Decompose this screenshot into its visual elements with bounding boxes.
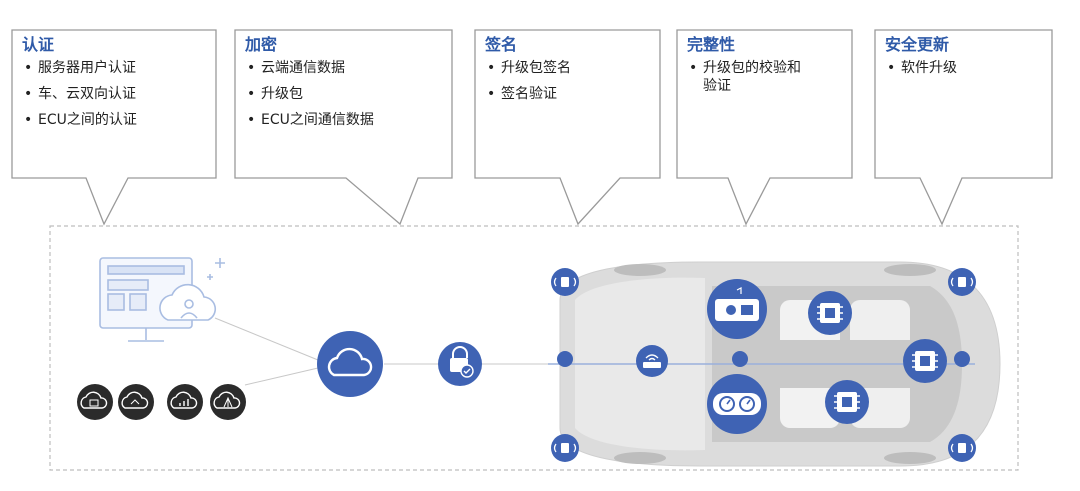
car-wheel-fr: [614, 452, 666, 464]
callout-title-auth: 认证: [22, 35, 55, 54]
callout-auth: 认证 服务器用户认证 车、云双向认证 ECU之间的认证: [12, 30, 216, 178]
infotainment-icon: [707, 279, 767, 339]
chip-icon: [903, 339, 947, 383]
list-item: 升级包的校验和 验证: [687, 59, 842, 95]
bus-dot-rear: [954, 351, 970, 367]
callout-title-integrity: 完整性: [687, 35, 736, 54]
signal-icon: [948, 434, 976, 462]
callout-list-encrypt: 云端通信数据 升级包 ECU之间通信数据: [245, 59, 442, 129]
dashboard-gauge-icon: [707, 374, 767, 434]
list-item: 升级包: [245, 85, 442, 103]
car-seat-front-bottom: [780, 388, 840, 428]
cloud-icon: [317, 331, 383, 397]
callout-encrypt: 加密 云端通信数据 升级包 ECU之间通信数据: [235, 30, 452, 178]
list-item: 软件升级: [885, 59, 1042, 77]
cloud-antenna-icon: [210, 384, 246, 420]
sparkle-small: [207, 274, 213, 280]
monitor-cloud-icon: [99, 257, 225, 342]
sparkle-plus: [215, 258, 225, 268]
wifi-module-icon: [636, 345, 668, 377]
callout-list-integrity: 升级包的校验和 验证: [687, 59, 842, 95]
list-item: 车、云双向认证: [22, 85, 206, 103]
callout-list-sign: 升级包签名 签名验证: [485, 59, 650, 103]
signal-icon: [948, 268, 976, 296]
list-item: 云端通信数据: [245, 59, 442, 77]
signal-icon: [551, 434, 579, 462]
monitor-user-head: [184, 299, 194, 309]
bus-dots: [557, 351, 970, 367]
monitor-panel-b: [107, 293, 125, 311]
chip-icon: [825, 380, 869, 424]
cloud-badges: [77, 384, 246, 420]
monitor-titlebar: [107, 265, 185, 275]
callout-list-auth: 服务器用户认证 车、云双向认证 ECU之间的认证: [22, 59, 206, 129]
bus-dot-mid: [732, 351, 748, 367]
car-seat-rear-top: [850, 300, 910, 340]
bus-dot-front: [557, 351, 573, 367]
cloud-chart-icon: [167, 384, 203, 420]
callout-shape-update: [874, 29, 1053, 226]
monitor-user-body: [180, 312, 198, 319]
monitor-panel-c: [129, 293, 147, 311]
car-wheel-rr: [884, 452, 936, 464]
link-badges-cloud: [244, 367, 319, 386]
callout-integrity: 完整性 升级包的校验和 验证: [677, 30, 852, 178]
chip-icon: [808, 291, 852, 335]
callout-title-encrypt: 加密: [245, 35, 278, 54]
list-item: 签名验证: [485, 85, 650, 103]
car-wheel-rl: [884, 264, 936, 276]
list-item: ECU之间通信数据: [245, 111, 442, 129]
link-monitor-cloud: [214, 317, 319, 361]
callout-list-update: 软件升级: [885, 59, 1042, 77]
list-item: ECU之间的认证: [22, 111, 206, 129]
callout-layer: 认证 服务器用户认证 车、云双向认证 ECU之间的认证 加密 云端通信数据 升级…: [0, 0, 1080, 230]
signal-nodes: [551, 268, 976, 462]
list-item: 服务器用户认证: [22, 59, 206, 77]
callout-sign: 签名 升级包签名 签名验证: [475, 30, 660, 178]
callout-shape-sign: [474, 29, 661, 226]
chip-nodes: [808, 291, 947, 424]
lock-check-icon: [438, 342, 482, 386]
cloud-settings-icon: [77, 384, 113, 420]
monitor-panel-a: [107, 279, 149, 291]
system-frame: [49, 225, 1019, 471]
list-item: 升级包签名: [485, 59, 650, 77]
cloud-monitor-icon: [118, 384, 154, 420]
callout-update: 安全更新 软件升级: [875, 30, 1052, 178]
callout-title-sign: 签名: [485, 35, 518, 54]
signal-icon: [551, 268, 579, 296]
car-wheel-fl: [614, 264, 666, 276]
callout-title-update: 安全更新: [885, 35, 950, 54]
